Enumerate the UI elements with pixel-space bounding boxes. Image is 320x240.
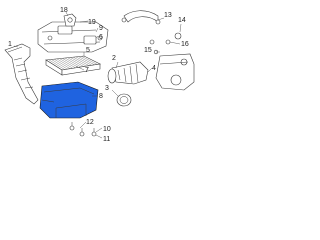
filter-pleat (67, 57, 84, 67)
filter-pleat (62, 58, 79, 68)
callout-label: 13 (164, 12, 172, 19)
throttle-body-assembly (155, 53, 195, 91)
bolt-set (69, 122, 97, 137)
filter-pleat (59, 58, 76, 69)
filter-pleat (64, 57, 82, 68)
callout-label: 8 (99, 93, 103, 100)
callout-label: 16 (181, 41, 189, 48)
callout-label: 7 (85, 67, 89, 74)
filter-pleat (54, 58, 71, 69)
filter-pleat (70, 57, 87, 67)
callout-label: 9 (99, 25, 103, 32)
callout-label: 12 (86, 119, 94, 126)
air-intake-parts-diagram: 1 19 18 9 6 5 7 8 13 14 16 15 2 4 3 12 1… (4, 7, 195, 143)
callout-label: 5 (86, 47, 90, 54)
intake-hose (107, 61, 149, 85)
callout-label: 6 (99, 34, 103, 41)
callout-label: 3 (105, 85, 109, 92)
callout-label: 14 (178, 17, 186, 24)
callout-label: 11 (103, 136, 110, 143)
clamp-ring (116, 93, 132, 107)
filter-pleat (75, 56, 92, 66)
filter-pleat (51, 59, 68, 70)
air-filter-element (45, 55, 101, 76)
callout-label: 18 (60, 7, 68, 14)
intake-duct (4, 43, 39, 105)
filter-pleat (73, 56, 90, 66)
hose-clamp (149, 32, 182, 55)
air-cleaner-lower-case (39, 81, 99, 119)
callout-label: 4 (152, 65, 156, 72)
callout-label: 1 (8, 41, 12, 48)
callout-labels: 1 19 18 9 6 5 7 8 13 14 16 15 2 4 3 12 1… (8, 7, 189, 143)
air-cleaner-upper-cover (37, 21, 109, 53)
breather-hose (121, 10, 161, 25)
leader-lines (13, 11, 182, 139)
filter-pleat (48, 59, 65, 70)
callout-label: 2 (112, 55, 116, 62)
filter-pleat (56, 58, 73, 69)
callout-label: 19 (88, 19, 96, 26)
filter-pleat (78, 56, 95, 66)
mass-air-flow-sensor (63, 13, 77, 27)
callout-label: 15 (144, 47, 152, 54)
callout-label: 10 (103, 126, 111, 133)
filter-pleat (81, 56, 98, 65)
